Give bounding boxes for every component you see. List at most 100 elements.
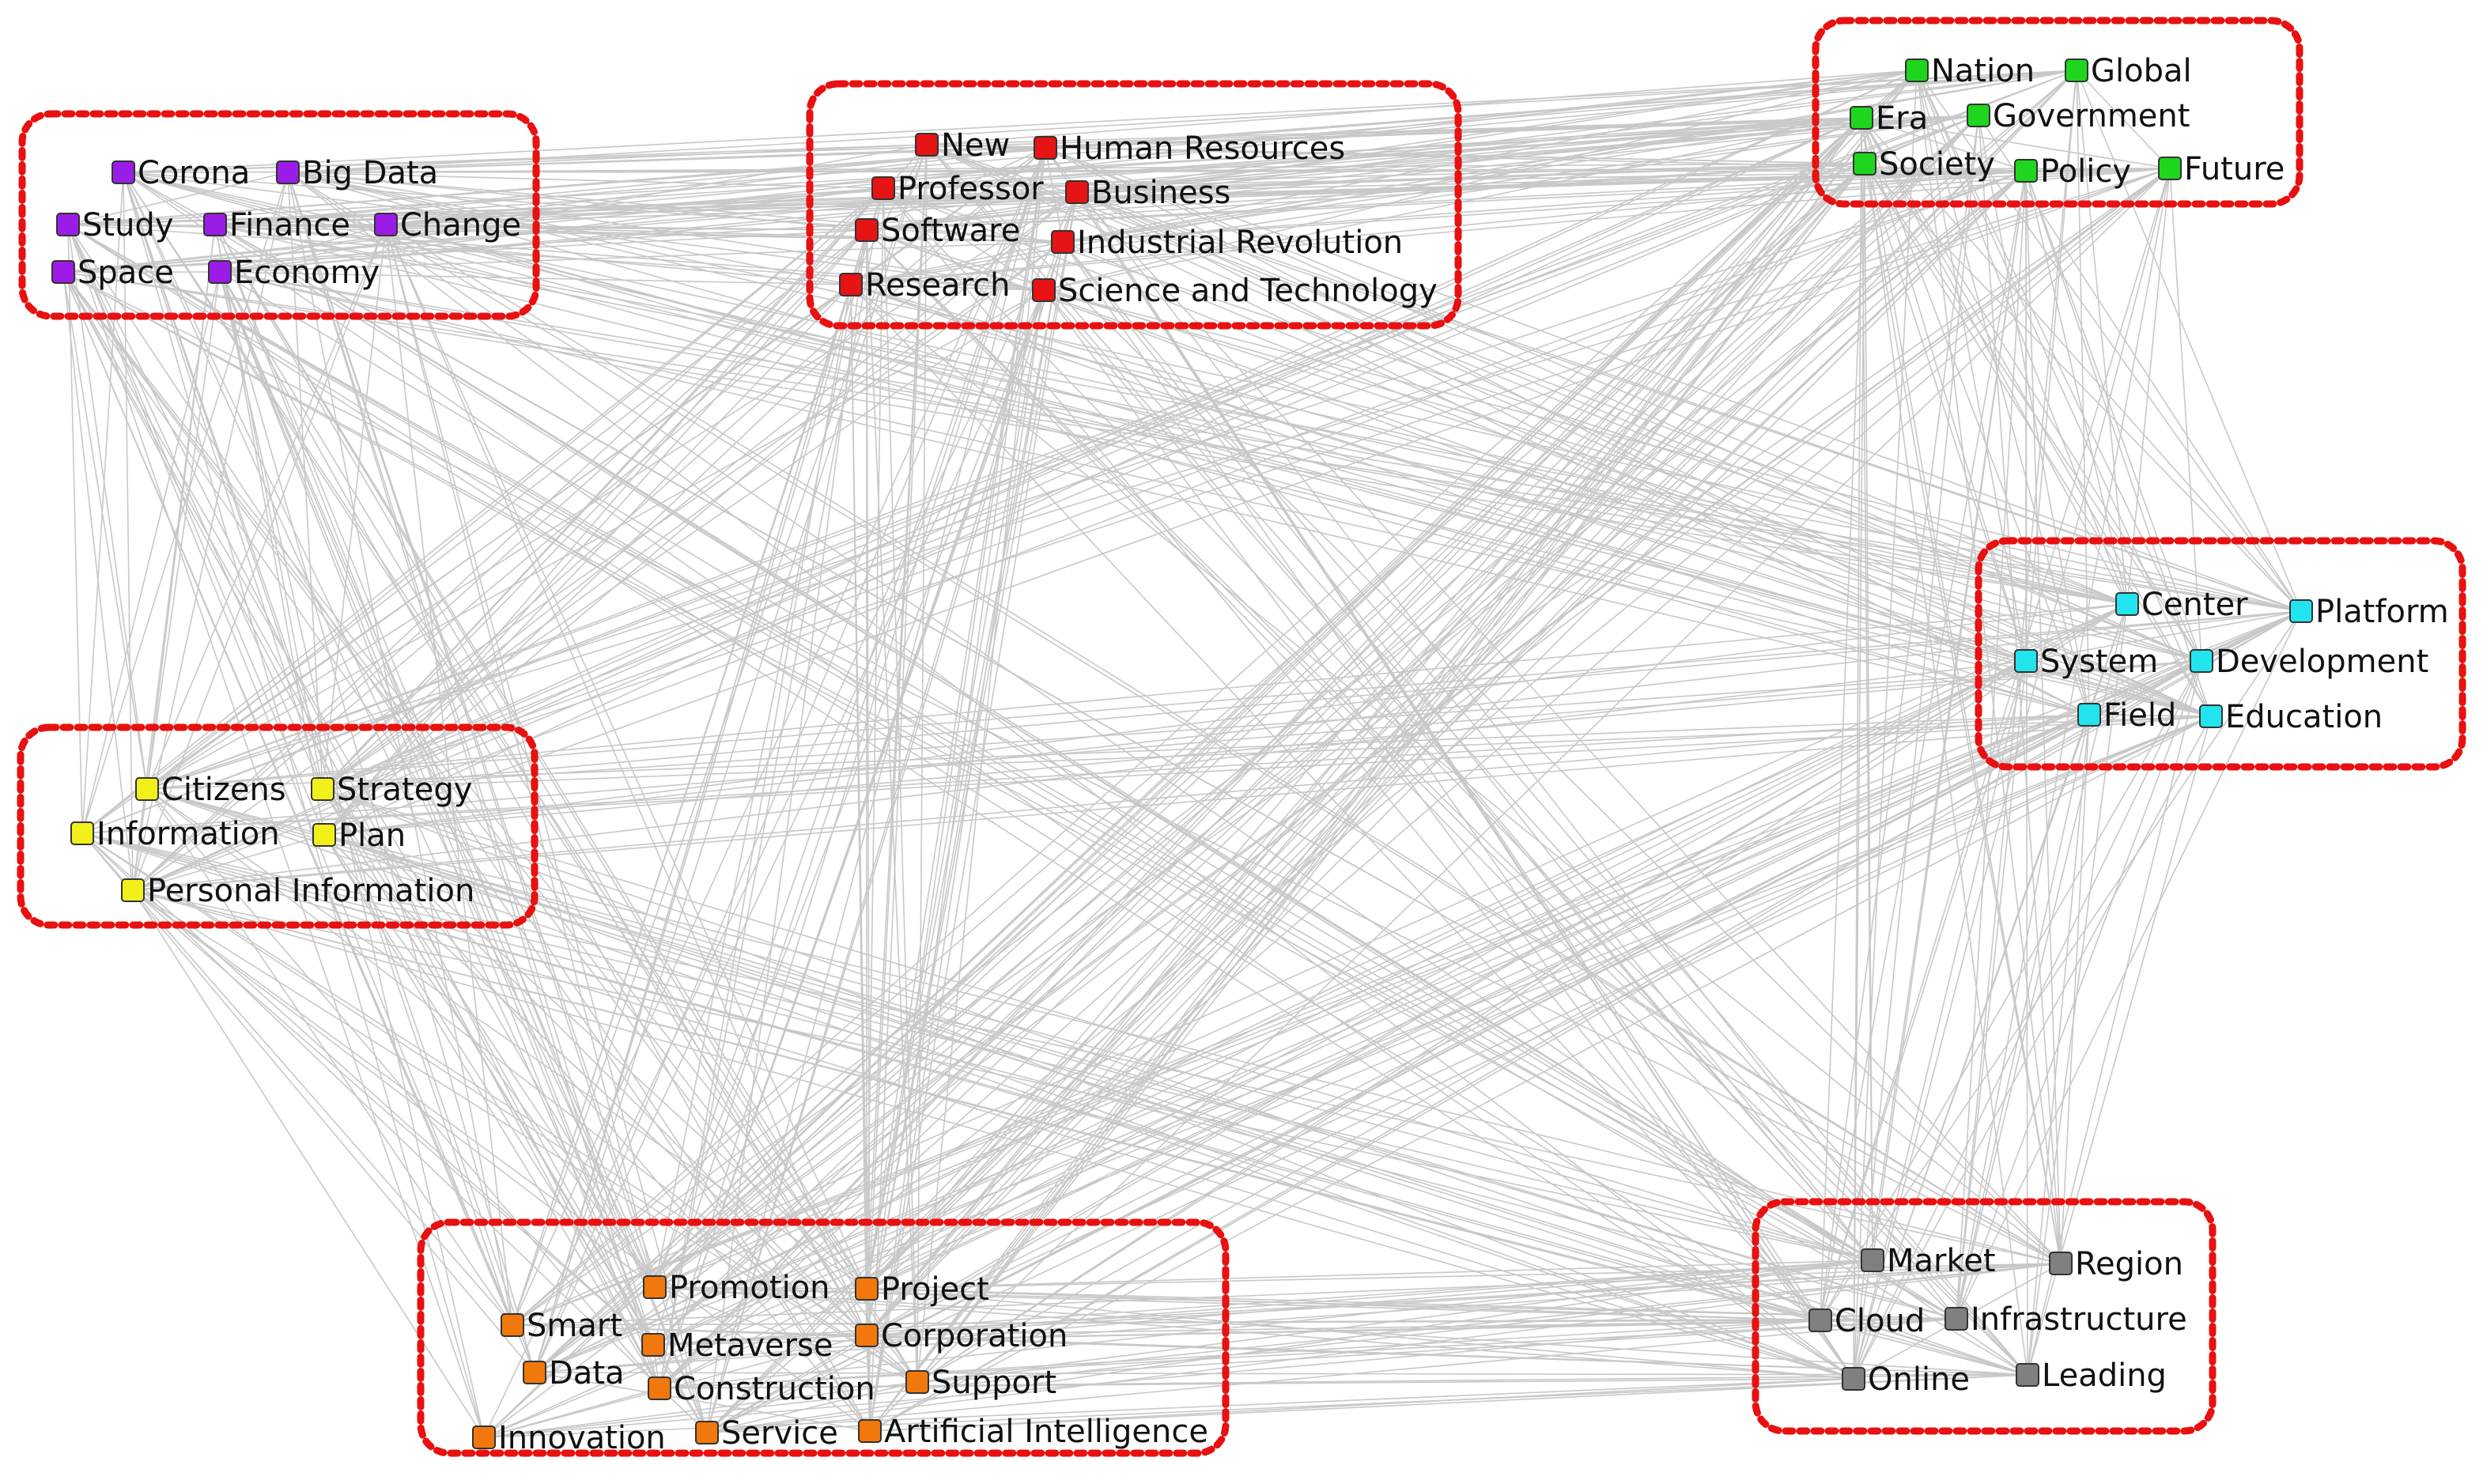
edge: [385, 147, 1046, 225]
edge: [1062, 241, 2028, 1376]
node-label: Infrastructure: [1971, 1301, 2187, 1338]
edge: [219, 115, 1979, 273]
edge: [850, 284, 1821, 1321]
node-marker: [1944, 1307, 1968, 1331]
edge: [706, 716, 2212, 1433]
edge: [385, 70, 2077, 225]
edge: [219, 271, 867, 1336]
edge: [67, 224, 2028, 1376]
node-center: Center: [2115, 587, 2248, 623]
edge: [869, 1378, 1854, 1432]
edge: [926, 144, 2128, 605]
edge: [512, 168, 2171, 1326]
edge: [67, 172, 289, 225]
edge: [1853, 714, 2090, 1380]
node-metaverse: Metaverse: [641, 1327, 833, 1364]
edge: [2025, 610, 2302, 662]
edge: [866, 241, 1064, 1290]
edge: [869, 716, 2212, 1432]
edge: [659, 168, 2171, 1389]
node-label: Professor: [898, 171, 1044, 207]
edge: [287, 70, 2077, 173]
edge: [1045, 117, 1862, 149]
edge: [123, 172, 1854, 1380]
edge: [926, 70, 1918, 145]
edge: [132, 187, 884, 891]
node-label: Education: [2225, 699, 2383, 735]
edge: [146, 168, 2171, 790]
edge: [62, 271, 1957, 1320]
edge: [1861, 117, 2027, 172]
node-region: Region: [2049, 1246, 2183, 1282]
node-support: Support: [905, 1365, 1056, 1401]
node-label: Metaverse: [667, 1327, 833, 1364]
edge: [2060, 714, 2090, 1264]
edge: [62, 271, 2128, 605]
edge: [659, 660, 2202, 1389]
edge: [866, 660, 2027, 1290]
edge: [866, 70, 2077, 1336]
edge: [1916, 70, 2090, 716]
cluster-box-gray: [1752, 1198, 2217, 1435]
edge: [322, 788, 867, 1336]
node-market: Market: [1861, 1243, 1996, 1279]
edge: [926, 144, 1873, 1261]
edge: [132, 889, 485, 1438]
edge: [1076, 191, 2212, 717]
node-industrial-revolution: Industrial Revolution: [1051, 225, 1403, 261]
edge: [483, 1263, 2062, 1438]
edge: [214, 224, 2212, 717]
edge: [1861, 117, 2202, 662]
node-marker: [523, 1361, 546, 1384]
edge: [219, 271, 660, 1389]
node-citizens: Citizens: [135, 772, 286, 808]
edge: [1853, 168, 2171, 1380]
edge: [866, 229, 2027, 662]
edge: [1861, 117, 2128, 605]
edge: [132, 889, 654, 1346]
edge: [882, 187, 1821, 1321]
node-innovation: Innovation: [472, 1420, 666, 1456]
edge: [1853, 170, 2027, 1380]
node-label: Online: [1868, 1361, 1970, 1398]
edge: [882, 187, 2028, 1376]
node-marker: [839, 273, 863, 296]
edge: [322, 168, 2171, 790]
node-marker: [111, 160, 135, 184]
edge: [652, 147, 1046, 1346]
node-label: Project: [881, 1271, 989, 1308]
edge: [659, 1318, 1957, 1389]
edge: [866, 115, 1979, 231]
edge: [2076, 70, 2171, 169]
edge: [1864, 163, 1873, 1261]
edge: [219, 271, 2090, 716]
edge: [123, 117, 1862, 173]
edge: [322, 289, 1045, 790]
edge: [287, 172, 884, 189]
node-label: Science and Technology: [1058, 273, 1438, 309]
edge: [2027, 603, 2128, 1376]
edge: [1076, 191, 1854, 1380]
edge: [866, 1335, 2028, 1376]
edge: [866, 163, 1865, 1336]
edge: [62, 187, 884, 273]
edge: [534, 144, 928, 1373]
edge: [62, 229, 867, 273]
edge: [654, 660, 2202, 1288]
edge: [146, 714, 2090, 790]
node-label: Industrial Revolution: [1077, 225, 1403, 261]
edge: [916, 603, 2128, 1383]
node-infrastructure: Infrastructure: [1944, 1301, 2187, 1338]
edge: [1820, 170, 2027, 1321]
node-marker: [1065, 180, 1089, 204]
node-leading: Leading: [2016, 1358, 2167, 1394]
node-marker: [643, 1275, 667, 1299]
node-cloud: Cloud: [1808, 1303, 1925, 1339]
edge: [67, 224, 83, 834]
node-label: Personal Information: [147, 873, 474, 909]
edge: [882, 187, 2128, 605]
node-label: Economy: [234, 255, 380, 291]
node-marker: [121, 878, 145, 902]
edge: [926, 117, 1862, 145]
